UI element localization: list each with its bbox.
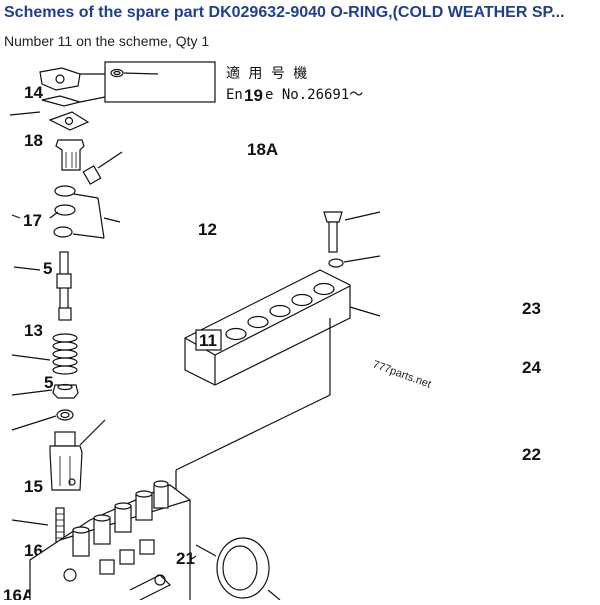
part-14-plates: [9, 67, 106, 116]
part-5-seat: [11, 383, 79, 431]
part-13-spring: [11, 333, 78, 375]
callout-19[interactable]: 19: [244, 86, 263, 105]
highlight-box-11: [195, 329, 222, 351]
callout-13[interactable]: 13: [24, 321, 43, 340]
part-17-rings: [11, 185, 121, 239]
part-18-holder: [48, 111, 123, 185]
part-15-barrel: [49, 419, 106, 491]
callout-5-upper[interactable]: 5: [43, 259, 52, 278]
callout-14[interactable]: 14: [24, 83, 43, 102]
callout-12[interactable]: 12: [198, 220, 217, 239]
callout-22[interactable]: 22: [522, 445, 541, 464]
callout-18a[interactable]: 18A: [247, 140, 278, 159]
part-number-subtitle: Number 11 on the scheme, Qty 1: [4, 33, 210, 49]
page-title: Schemes of the spare part DK029632-9040 …: [4, 4, 565, 21]
callout-17[interactable]: 17: [23, 211, 42, 230]
callout-11[interactable]: 11: [199, 331, 217, 350]
parts-diagram: 適 用 号 機 En 19 e No.26691〜 14 18 17: [0, 58, 600, 605]
callout-5-lower[interactable]: 5: [44, 373, 53, 392]
callout-18[interactable]: 18: [24, 131, 43, 150]
part-11-cover: [184, 269, 381, 395]
note-engine-prefix: En: [226, 87, 243, 103]
note-engine-suffix: e No.26691〜: [265, 87, 363, 103]
applicability-note: 適 用 号 機 En 19 e No.26691〜: [104, 61, 363, 105]
callout-15[interactable]: 15: [24, 477, 43, 496]
callout-23[interactable]: 23: [522, 299, 541, 318]
injection-pump-body: [29, 394, 331, 601]
note-japanese: 適 用 号 機: [226, 65, 307, 82]
part-21-ring: [195, 537, 281, 601]
bolt-and-washer: [323, 211, 381, 268]
part-5-plunger: [13, 251, 72, 321]
callout-24[interactable]: 24: [522, 358, 541, 377]
callout-21[interactable]: 21: [176, 549, 195, 568]
watermark: 777parts.net: [371, 359, 433, 391]
